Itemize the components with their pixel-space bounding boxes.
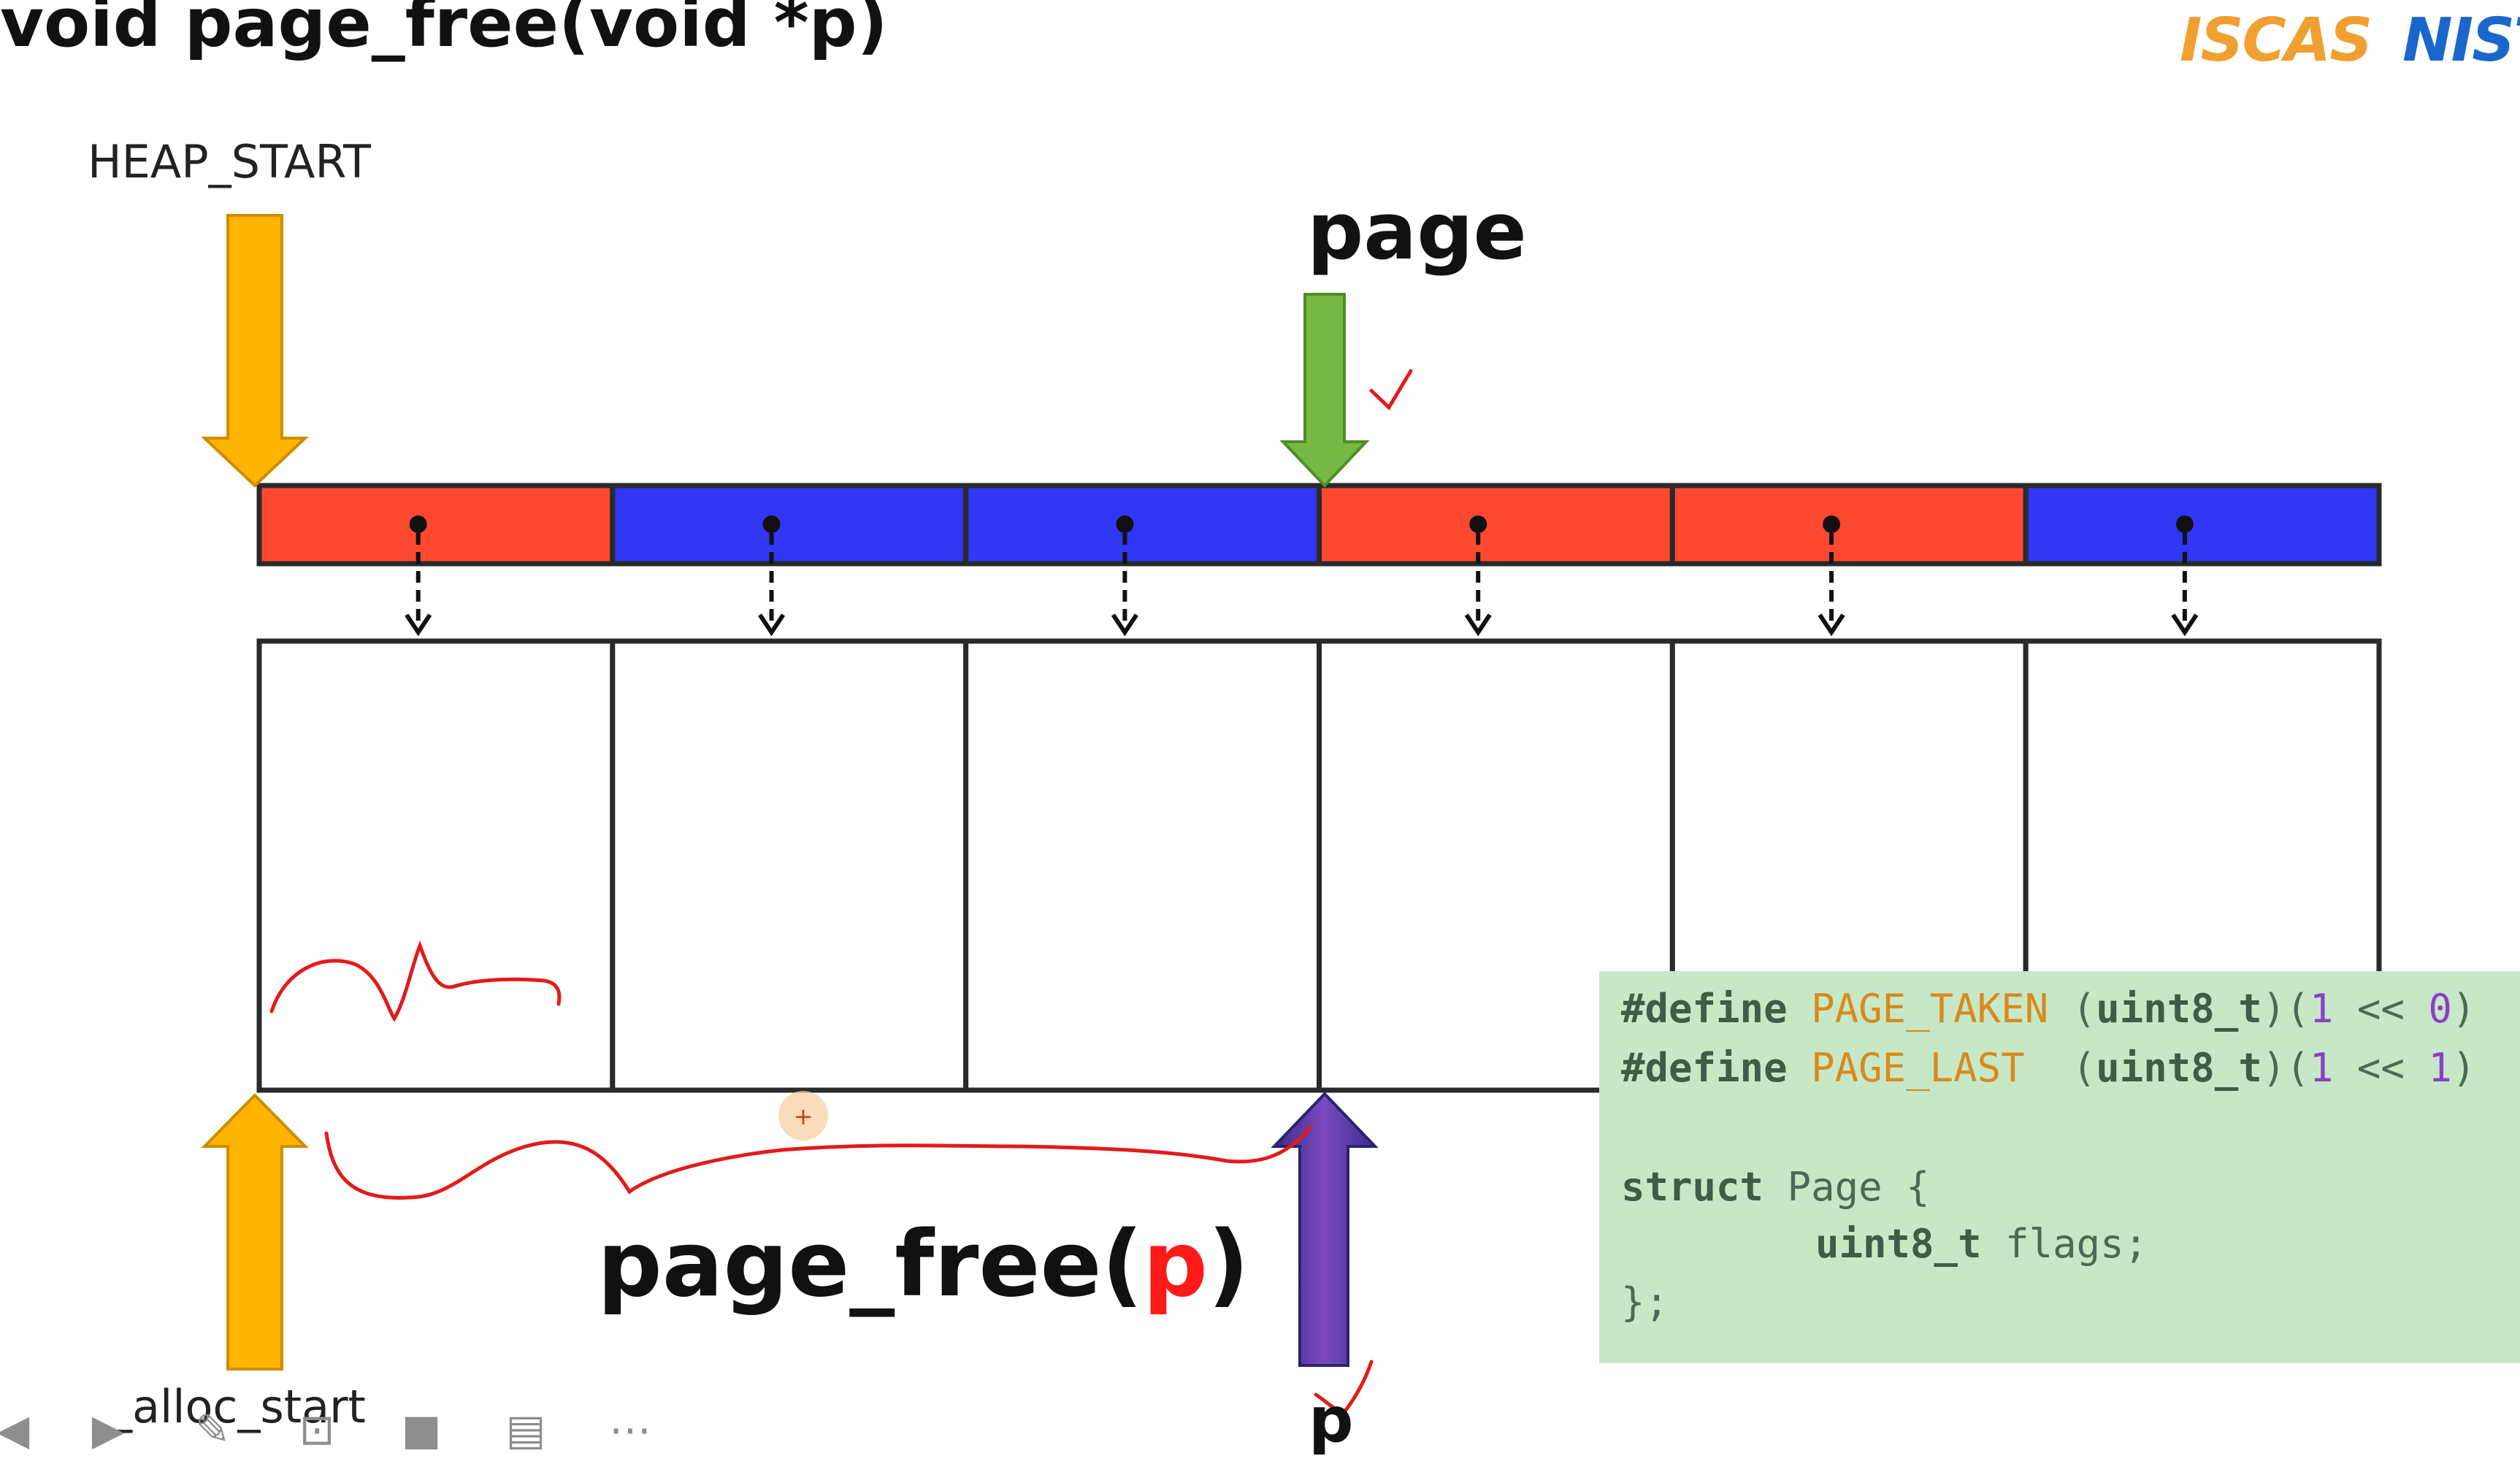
slide-title: void page_free(void *p) (0, 0, 888, 62)
comment-icon[interactable]: ▤ (505, 1405, 546, 1455)
code-line-4: uint8_t flags; (1815, 1221, 2148, 1267)
page-descriptor-taken (1317, 483, 1675, 567)
code-punct: ( (2048, 986, 2096, 1032)
cursor-plus-icon: + (794, 1103, 813, 1130)
code-snippet: #define PAGE_TAKEN (uint8_t)(1 << 0) #de… (1599, 971, 2520, 1363)
annotation-check-page (1369, 369, 1413, 410)
call-arg: p (1143, 1212, 1209, 1317)
code-line-5: }; (1621, 1279, 1669, 1325)
heap-start-arrow (200, 214, 310, 488)
code-number: 0 (2428, 986, 2452, 1032)
p-arrow (1271, 1092, 1379, 1367)
code-number: 1 (2428, 1045, 2452, 1091)
descriptor-link-arrowhead (1111, 613, 1138, 637)
prev-icon[interactable]: ◀ (0, 1405, 30, 1455)
memory-page-cell (963, 638, 1322, 1093)
nist-logo: NIST (2402, 6, 2520, 75)
code-macro-name: PAGE_TAKEN (1811, 986, 2049, 1032)
code-line-3: struct Page { (1621, 1164, 1930, 1210)
pen-icon[interactable]: ✎ (194, 1405, 231, 1455)
descriptor-pointer-dot (762, 516, 781, 533)
code-line-2: #define PAGE_LAST (uint8_t)(1 << 1) (1621, 1045, 2475, 1091)
code-number: 1 (2309, 986, 2334, 1032)
heap-start-label: HEAP_START (88, 135, 371, 188)
code-keyword: #define (1621, 986, 1788, 1032)
alloc-start-arrow (201, 1093, 309, 1371)
call-prefix: page_free( (597, 1212, 1144, 1317)
code-operator: << (2333, 986, 2429, 1032)
code-operator: << (2333, 1045, 2429, 1091)
code-keyword: struct (1621, 1164, 1764, 1210)
cursor-marker (778, 1091, 828, 1141)
code-field: flags; (1981, 1221, 2148, 1267)
code-type: uint8_t (2096, 986, 2262, 1032)
code-type: uint8_t (2096, 1045, 2262, 1091)
page-descriptor-row (256, 483, 2382, 567)
page-arrow (1279, 293, 1370, 488)
memory-page-cell (256, 638, 616, 1093)
alloc-start-label: _alloc_start (110, 1380, 366, 1433)
code-punct: )( (2262, 986, 2310, 1032)
descriptor-link-arrowhead (405, 613, 432, 637)
descriptor-pointer-dot (1116, 516, 1134, 533)
call-suffix: ) (1208, 1212, 1249, 1317)
page-descriptor-free (610, 483, 969, 567)
code-punct: ) (2451, 1045, 2476, 1091)
descriptor-links (405, 516, 2199, 637)
page-descriptor-free (963, 483, 1322, 567)
code-punct: ( (2024, 1045, 2096, 1091)
screen-capture-icon[interactable]: ⊡ (299, 1405, 335, 1455)
page-free-call: page_free(p) (597, 1212, 1249, 1317)
descriptor-pointer-dot (1469, 516, 1487, 533)
code-number: 1 (2309, 1045, 2334, 1091)
iscas-logo: ISCAS (2180, 6, 2372, 75)
memory-page-cell (610, 638, 969, 1093)
p-label: p (1309, 1384, 1354, 1457)
descriptor-pointer-dot (2175, 516, 2194, 533)
more-icon[interactable]: ⋯ (609, 1405, 651, 1455)
code-type: uint8_t (1815, 1221, 1982, 1267)
descriptor-link-arrowhead (2171, 613, 2199, 637)
descriptor-link-arrowhead (1464, 613, 1492, 637)
descriptor-pointer-dot (1823, 516, 1841, 533)
annotation-squiggle-cell1 (269, 940, 562, 1022)
code-punct: ) (2451, 986, 2476, 1032)
descriptor-pointer-dot (409, 516, 427, 533)
page-label: page (1307, 186, 1527, 277)
page-descriptor-free (2023, 483, 2382, 567)
descriptor-link-arrowhead (1818, 613, 1845, 637)
descriptor-link-arrowhead (758, 613, 786, 637)
camera-icon[interactable]: ■ (401, 1405, 442, 1455)
code-keyword: #define (1621, 1045, 1788, 1091)
code-struct-name: Page { (1763, 1164, 1930, 1210)
page-descriptor-taken (256, 483, 616, 567)
page-descriptor-taken (1669, 483, 2029, 567)
code-punct: )( (2262, 1045, 2310, 1091)
annotation-check-p (1314, 1360, 1374, 1415)
code-line-1: #define PAGE_TAKEN (uint8_t)(1 << 0) (1621, 986, 2475, 1032)
annotation-underline-free-range (324, 1124, 1313, 1200)
player-toolbar: ◀ ▶ ✎ ⊡ ■ ▤ ⋯ (0, 1402, 672, 1464)
code-macro-name: PAGE_LAST (1811, 1045, 2025, 1091)
play-icon[interactable]: ▶ (91, 1405, 125, 1455)
